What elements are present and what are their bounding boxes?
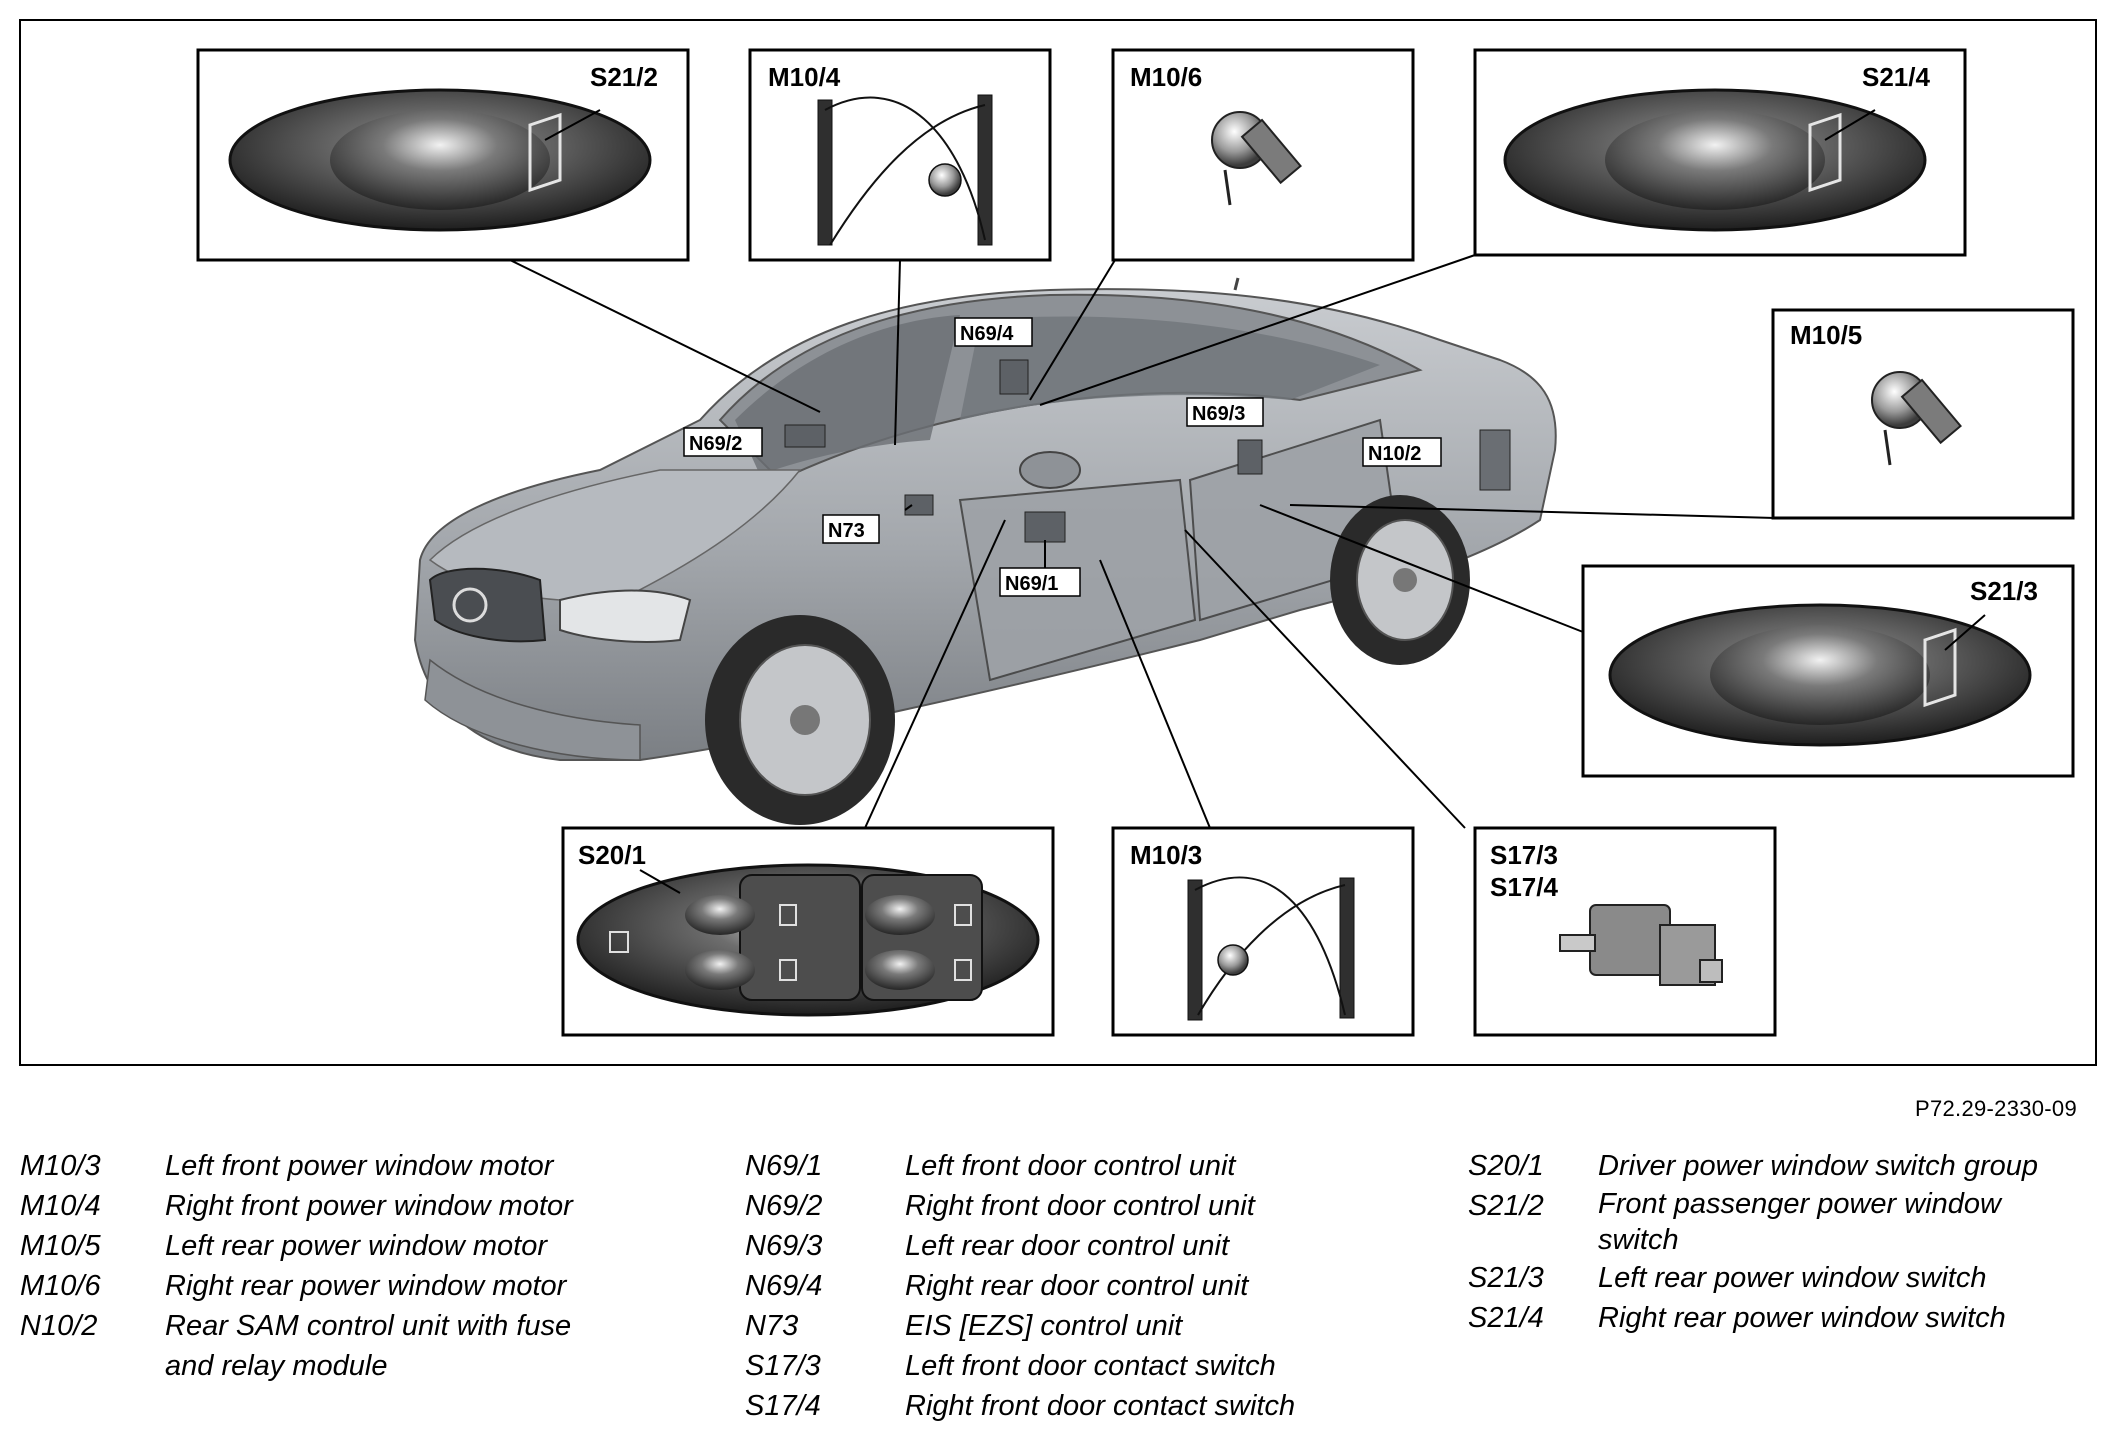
callout-box-s17-3-s17-4: S17/3 S17/4 — [1473, 826, 1777, 1037]
window-motor-icon-m10-6 — [1211, 111, 1302, 206]
component-n69-4 — [999, 359, 1029, 395]
car-bumper — [424, 658, 641, 761]
tag-n69-3: N69/3 — [1186, 397, 1264, 427]
callout-box-s21-2: S21/2 — [196, 48, 690, 262]
component-n69-2 — [784, 424, 826, 448]
callout-box-s20-1: S20/1 — [561, 826, 1055, 1037]
leader-lines — [509, 254, 1776, 829]
car-mirror — [1019, 451, 1081, 489]
switch-group-icon-s20-1 — [576, 863, 1040, 1017]
svg-text:N69/3: N69/3 — [1192, 403, 1245, 425]
car-emblem — [452, 587, 488, 623]
callout-label-m10-3: M10/3 — [1130, 840, 1202, 870]
window-regulator-icon-m10-4 — [817, 94, 993, 246]
callout-label-s17-4: S17/4 — [1490, 872, 1558, 902]
callout-label-s21-2: S21/2 — [590, 62, 658, 92]
window-switch-icon-s21-2 — [228, 88, 652, 232]
tag-n10-2: N10/2 — [1362, 437, 1442, 467]
callout-label-s20-1: S20/1 — [578, 840, 646, 870]
callout-box-s21-3: S21/3 — [1581, 564, 2075, 778]
window-regulator-icon-m10-3 — [1187, 876, 1355, 1021]
svg-text:N69/4: N69/4 — [960, 323, 1014, 345]
door-contact-switch-icon — [1559, 904, 1723, 986]
tag-n69-1: N69/1 — [999, 567, 1081, 597]
tag-n69-4: N69/4 — [954, 317, 1033, 347]
svg-text:N69/2: N69/2 — [689, 433, 742, 455]
component-n10-2 — [1479, 429, 1511, 491]
car-illustration — [413, 277, 1557, 825]
component-n69-1 — [1024, 511, 1066, 543]
tag-n73: N73 — [822, 514, 880, 544]
callout-label-s21-3: S21/3 — [1970, 576, 2038, 606]
svg-text:N73: N73 — [828, 520, 865, 542]
callout-label-s17-3: S17/3 — [1490, 840, 1558, 870]
callout-box-m10-4: M10/4 — [748, 48, 1052, 262]
tag-n69-2: N69/2 — [683, 427, 763, 457]
window-switch-icon-s21-4 — [1503, 88, 1927, 232]
callout-box-s21-4: S21/4 — [1473, 48, 1967, 257]
svg-text:N69/1: N69/1 — [1005, 573, 1058, 595]
component-n73 — [904, 494, 934, 516]
callout-label-m10-6: M10/6 — [1130, 62, 1202, 92]
callout-label-s21-4: S21/4 — [1862, 62, 1930, 92]
svg-text:N10/2: N10/2 — [1368, 443, 1421, 465]
window-motor-icon-m10-5 — [1871, 371, 1962, 466]
callout-label-m10-4: M10/4 — [768, 62, 841, 92]
car-grille — [428, 567, 547, 643]
component-n69-3 — [1237, 439, 1263, 475]
window-switch-icon-s21-3 — [1608, 603, 2032, 747]
callout-box-m10-3: M10/3 — [1111, 826, 1415, 1037]
car-front-wheel — [705, 615, 895, 825]
car-antenna — [1233, 277, 1240, 291]
car-rear-wheel — [1330, 495, 1470, 665]
car-headlight — [559, 589, 692, 643]
callout-box-m10-6: M10/6 — [1111, 48, 1415, 262]
callout-label-m10-5: M10/5 — [1790, 320, 1862, 350]
callout-box-m10-5: M10/5 — [1771, 308, 2075, 520]
figure-reference: P72.29-2330-09 — [1915, 1096, 2077, 1121]
